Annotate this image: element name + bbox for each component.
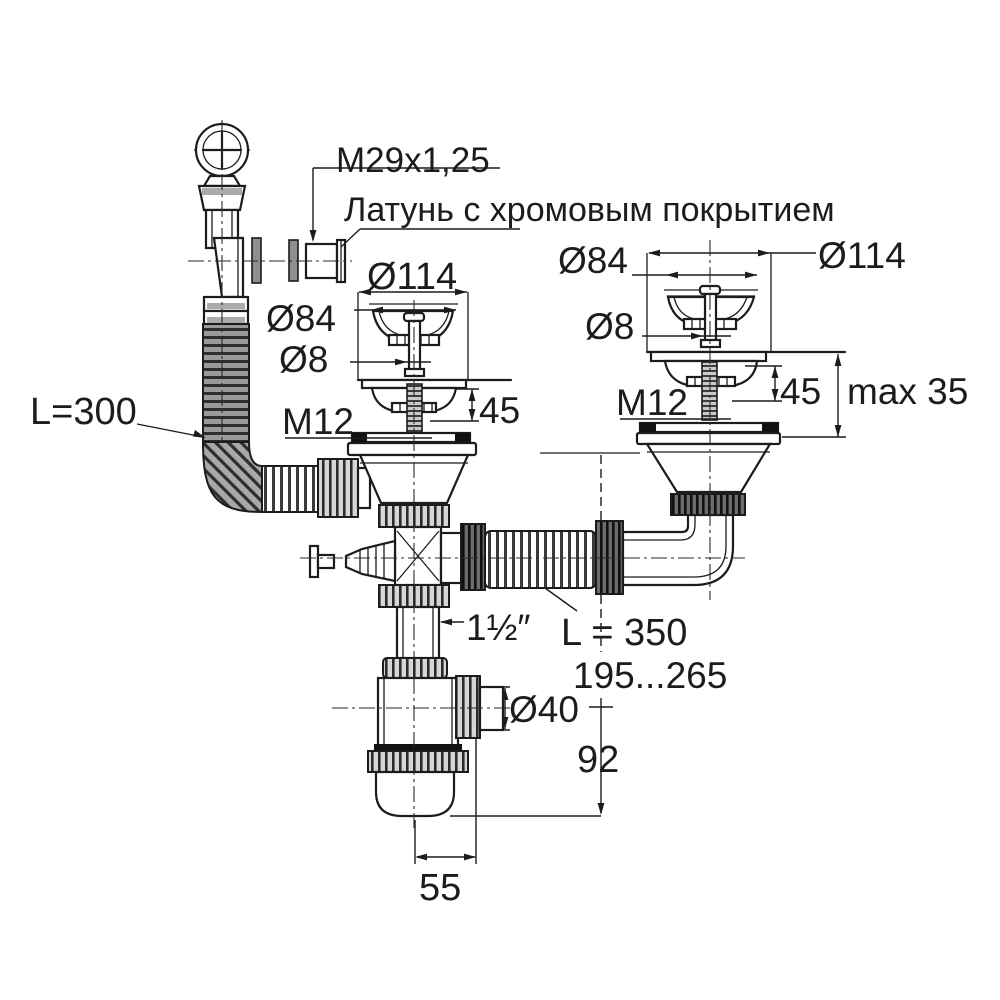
- label-left-d84: Ø84: [266, 298, 336, 339]
- label-right-d8: Ø8: [585, 306, 634, 347]
- label-right-d84: Ø84: [558, 240, 628, 281]
- tee-junction: [308, 525, 464, 660]
- overflow-coupling-nut: [317, 458, 359, 518]
- label-outlet-d40: Ø40: [509, 689, 579, 730]
- outlet-coupling-nut: [455, 675, 481, 739]
- dimension-annotations: [136, 167, 846, 864]
- label-outlet-drop: 92: [577, 739, 619, 781]
- dishwasher-barb: [308, 539, 397, 583]
- bottle-cup: [374, 770, 456, 818]
- centerlines: [188, 120, 745, 828]
- label-right-m12: M12: [616, 382, 688, 423]
- label-pipe-inch: 1½″: [466, 607, 531, 648]
- label-right-d114: Ø114: [818, 235, 906, 276]
- label-height-range: 195...265: [573, 655, 727, 696]
- label-overflow-length: L=300: [30, 391, 137, 433]
- label-material-note: Латунь с хромовым покрытием: [344, 191, 835, 229]
- right-elbow: [621, 513, 735, 587]
- labels: M29x1,25 Латунь с хромовым покрытием L=3…: [30, 141, 968, 909]
- label-right-45: 45: [780, 371, 821, 412]
- label-hose-length: L = 350: [561, 612, 687, 654]
- label-left-d8: Ø8: [279, 339, 328, 380]
- label-left-m12: M12: [282, 401, 354, 442]
- right-strainer: [635, 253, 847, 516]
- siphon-bottle: [367, 657, 505, 818]
- label-base-width: 55: [419, 867, 461, 909]
- right-strainer-nut: [670, 493, 746, 516]
- bottle-cup-nut: [367, 750, 469, 773]
- label-max-thickness: max 35: [847, 371, 968, 412]
- bottle-top-nut: [382, 657, 448, 679]
- label-thread-spec: M29x1,25: [336, 141, 490, 180]
- overflow-hose: [201, 309, 372, 518]
- label-left-45: 45: [479, 390, 520, 431]
- connect-hose: [460, 520, 624, 595]
- hose-coupling: [460, 523, 486, 591]
- label-left-d114: Ø114: [367, 256, 457, 298]
